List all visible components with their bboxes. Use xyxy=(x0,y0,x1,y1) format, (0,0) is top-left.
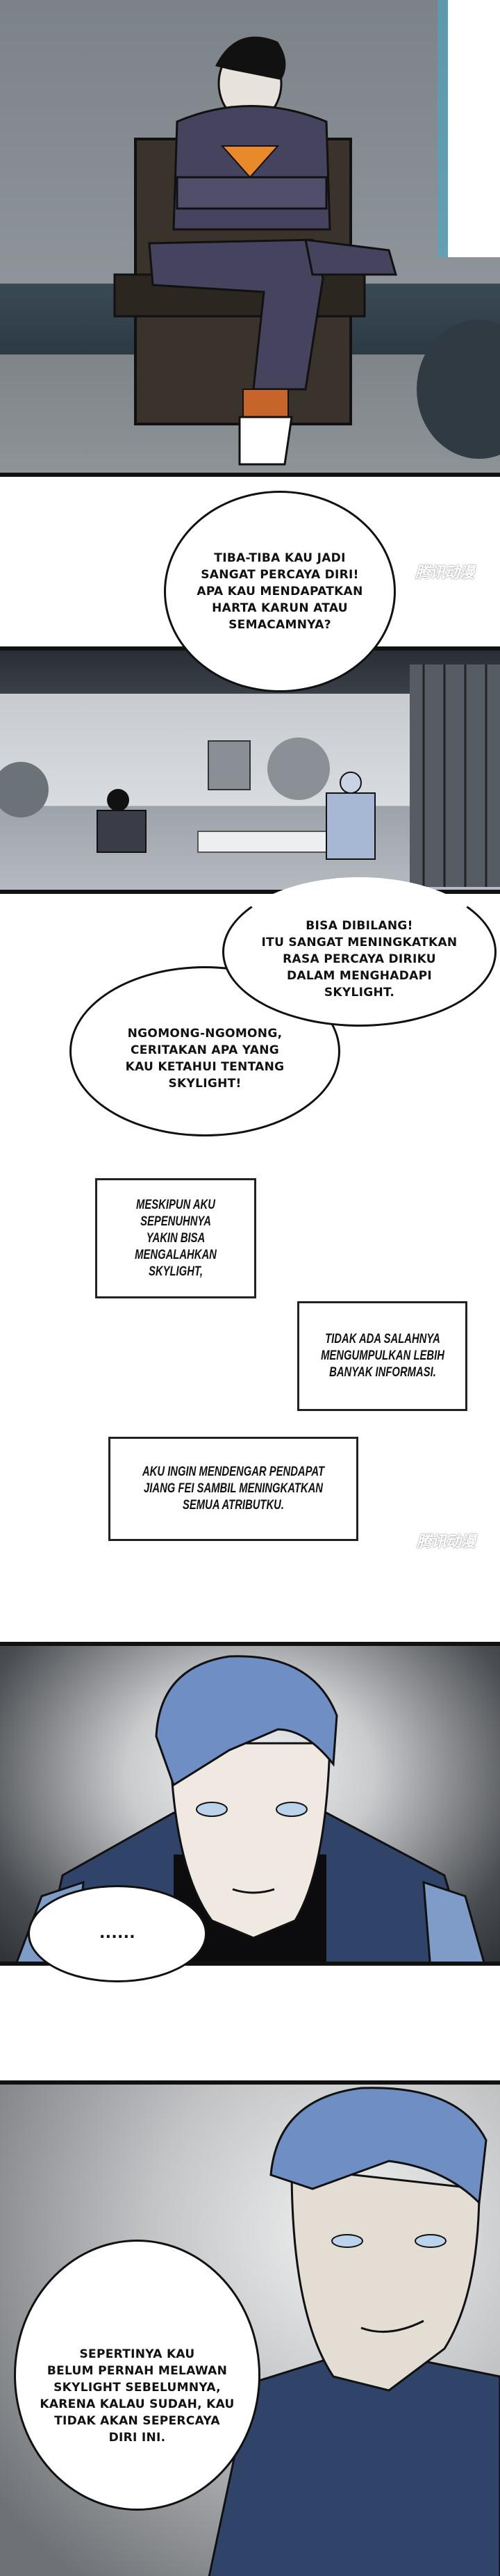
watermark-logo: 腾讯动漫 xyxy=(415,564,474,581)
speech-bubble-1: TIBA-TIBA KAU JADI SANGAT PERCAYA DIRI! … xyxy=(164,491,396,692)
speech-bubble-2-text: BISA DIBILANG! ITU SANGAT MENINGKATKAN R… xyxy=(261,918,458,1000)
speech-bubble-4: ...... xyxy=(28,1885,207,1982)
speech-bubble-5-text: SEPERTINYA KAU BELUM PERNAH MELAWAN SKYL… xyxy=(40,2347,235,2445)
speech-bubble-1-text: TIBA-TIBA KAU JADI SANGAT PERCAYA DIRI! … xyxy=(197,551,363,632)
watermark-logo: 腾讯动漫 xyxy=(417,1533,476,1550)
narration-box-3: AKU INGIN MENDENGAR PENDAPAT JIANG FEI S… xyxy=(108,1437,358,1541)
narration-box-2: TIDAK ADA SALAHNYA MENGUMPULKAN LEBIH BA… xyxy=(297,1301,467,1411)
older-man-side-illustration xyxy=(208,2087,500,2576)
man-in-chair-illustration xyxy=(113,0,500,466)
narration-box-1: MESKIPUN AKU SEPENUHNYA YAKIN BISA MENGA… xyxy=(95,1178,256,1298)
speech-bubble-3-text: NGOMONG-NGOMONG, CERITAKAN APA YANG KAU … xyxy=(125,1026,285,1091)
panel-man-sitting xyxy=(0,0,500,477)
narration-box-1-text: MESKIPUN AKU SEPENUHNYA YAKIN BISA MENGA… xyxy=(135,1197,217,1279)
speech-bubble-2: BISA DIBILANG! ITU SANGAT MENINGKATKAN R… xyxy=(222,877,497,1027)
speech-bubble-5: SEPERTINYA KAU BELUM PERNAH MELAWAN SKYL… xyxy=(14,2240,260,2511)
speech-bubble-4-text: ...... xyxy=(99,1925,135,1942)
office-scene-illustration xyxy=(0,665,500,887)
narration-box-2-text: TIDAK ADA SALAHNYA MENGUMPULKAN LEBIH BA… xyxy=(320,1332,444,1380)
narration-box-3-text: AKU INGIN MENDENGAR PENDAPAT JIANG FEI S… xyxy=(142,1465,325,1513)
